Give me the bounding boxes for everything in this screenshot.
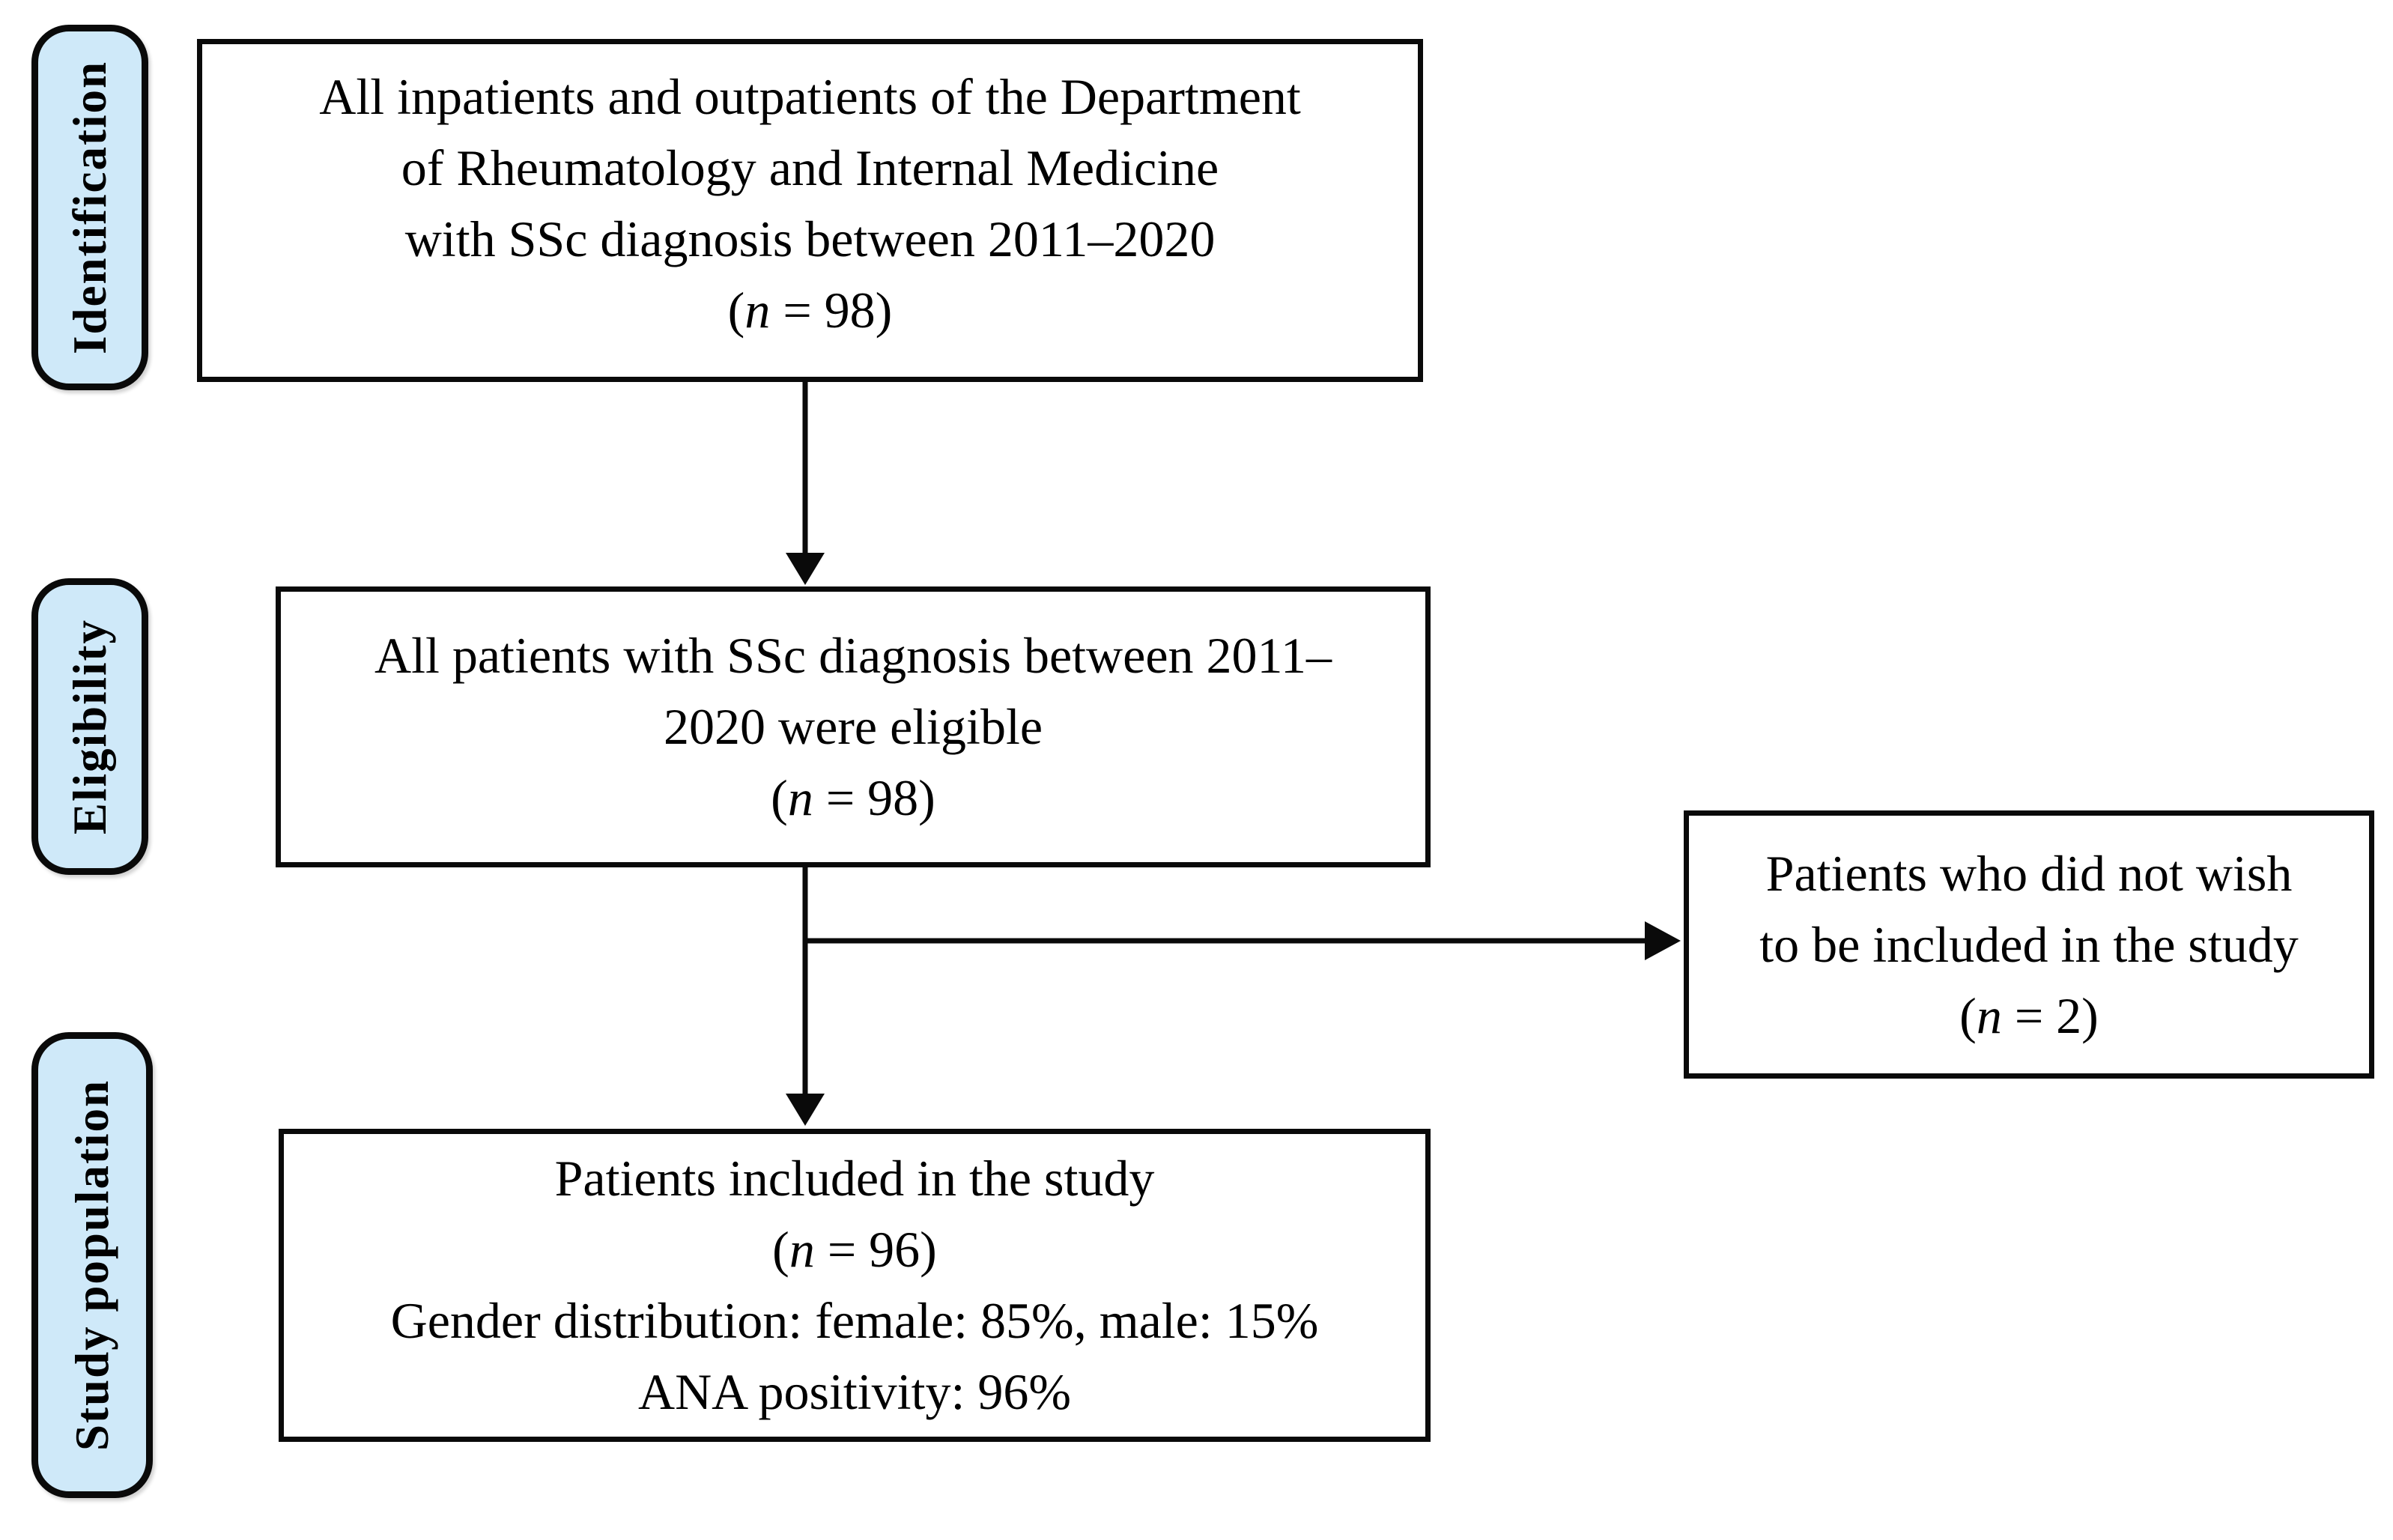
n-value: = 98) <box>813 769 935 826</box>
stage-label-text: Identification <box>63 60 116 354</box>
stage-label-identification: Identification <box>31 25 148 390</box>
stage-label-text: Eligibility <box>63 618 116 835</box>
stage-label-study-population: Study population <box>31 1032 153 1498</box>
n-open: ( <box>727 282 745 339</box>
sample-size-line: (n = 98) <box>728 275 893 346</box>
box-excluded-patients: Patients who did not wish to be included… <box>1684 810 2374 1079</box>
n-value: = 96) <box>814 1221 937 1278</box>
arrowhead-down-icon <box>786 1094 825 1126</box>
n-symbol: n <box>789 1221 815 1278</box>
box-text-line: All inpatients and outpatients of the De… <box>319 68 1301 125</box>
sample-size-line: (n = 96) <box>772 1214 937 1285</box>
n-symbol: n <box>787 769 813 826</box>
box-text-line: All patients with SSc diagnosis between … <box>374 627 1332 684</box>
box-text-line: 2020 were eligible <box>663 698 1043 755</box>
n-open: ( <box>772 1221 789 1278</box>
n-open: ( <box>1959 986 1977 1044</box>
box-text-line: of Rheumatology and Internal Medicine <box>401 139 1219 196</box>
box-text-line: with SSc diagnosis between 2011–2020 <box>404 210 1216 267</box>
box-text-line: to be included in the study <box>1759 915 2299 973</box>
sample-size-line: (n = 2) <box>1959 980 2099 1052</box>
arrowhead-right-icon <box>1645 921 1681 960</box>
box-text-line: Patients included in the study <box>554 1150 1155 1207</box>
box-text-line: ANA positivity: 96% <box>637 1363 1072 1420</box>
n-symbol: n <box>744 282 771 339</box>
n-open: ( <box>771 769 788 826</box>
box-text-line: Gender distribution: female: 85%, male: … <box>390 1292 1319 1349</box>
box-text-line: Patients who did not wish <box>1765 844 2293 902</box>
box-study-population: Patients included in the study (n = 96) … <box>279 1129 1431 1442</box>
sample-size-line: (n = 98) <box>771 763 935 834</box>
arrowhead-down-icon <box>786 553 825 585</box>
box-eligibility: All patients with SSc diagnosis between … <box>276 586 1431 867</box>
n-value: = 98) <box>770 282 893 339</box>
stage-label-text: Study population <box>65 1079 118 1451</box>
box-identification: All inpatients and outpatients of the De… <box>197 39 1423 382</box>
n-value: = 2) <box>2001 986 2099 1044</box>
n-symbol: n <box>1976 986 2002 1044</box>
stage-label-eligibility: Eligibility <box>31 578 148 875</box>
